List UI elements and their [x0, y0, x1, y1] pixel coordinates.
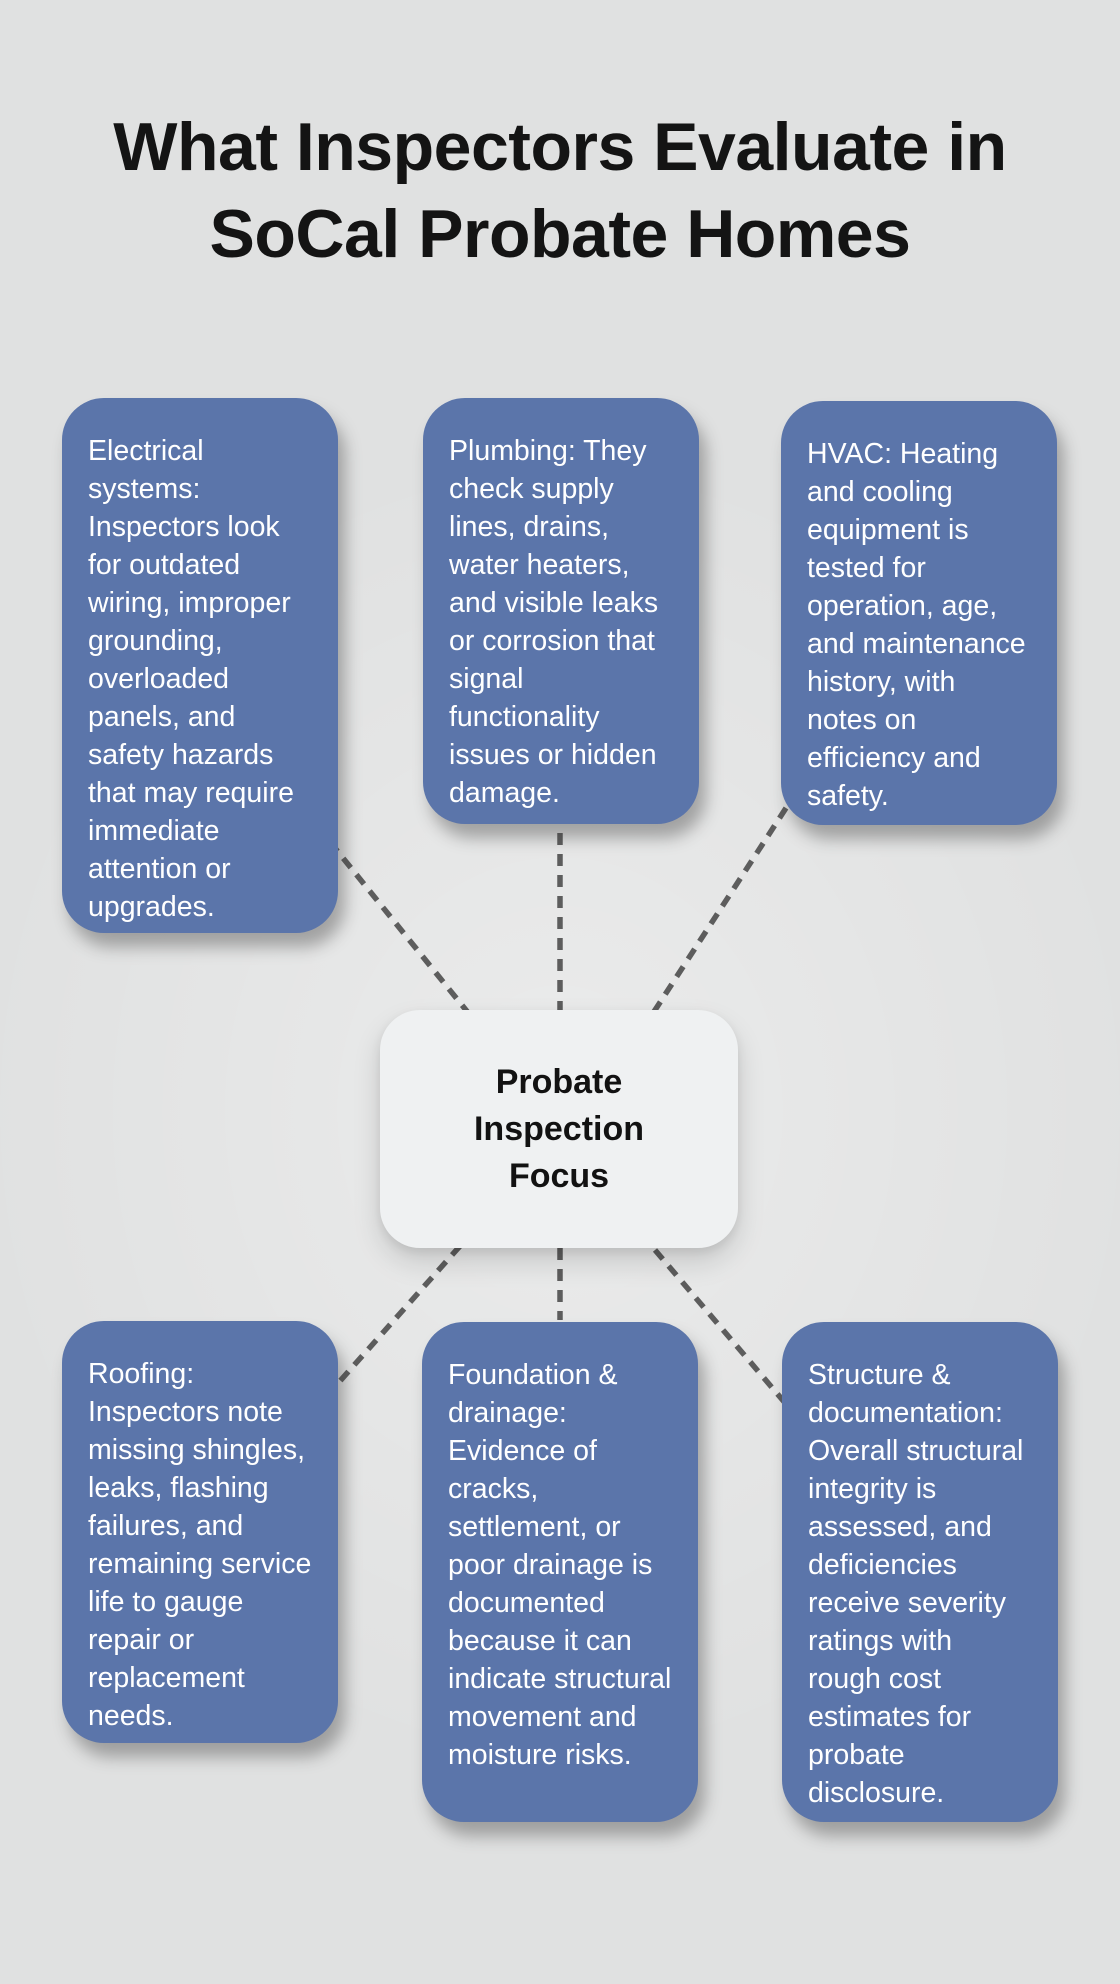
center-node: Probate Inspection Focus: [380, 1010, 738, 1248]
branch-card-plumbing: Plumbing: They check supply lines, drain…: [423, 398, 699, 824]
branch-card-roofing: Roofing: Inspectors note missing shingle…: [62, 1321, 338, 1743]
branch-card-structure: Structure & documentation: Overall struc…: [782, 1322, 1058, 1822]
page-title-line-1: What Inspectors Evaluate in: [113, 109, 1007, 185]
center-node-label: Probate Inspection Focus: [473, 1062, 645, 1195]
connector-center-to-roofing: [329, 1244, 463, 1392]
page-title-line-2: SoCal Probate Homes: [209, 196, 911, 272]
page-title: What Inspectors Evaluate in SoCal Probat…: [0, 104, 1120, 278]
connector-center-to-structure: [652, 1248, 789, 1406]
branch-card-foundation: Foundation & drainage: Evidence of crack…: [422, 1322, 698, 1822]
connector-hvac-to-center: [643, 806, 789, 1026]
connector-electrical-to-center: [327, 840, 477, 1022]
branch-card-hvac: HVAC: Heating and cooling equipment is t…: [781, 401, 1057, 825]
branch-card-electrical: Electrical systems: Inspectors look for …: [62, 398, 338, 933]
